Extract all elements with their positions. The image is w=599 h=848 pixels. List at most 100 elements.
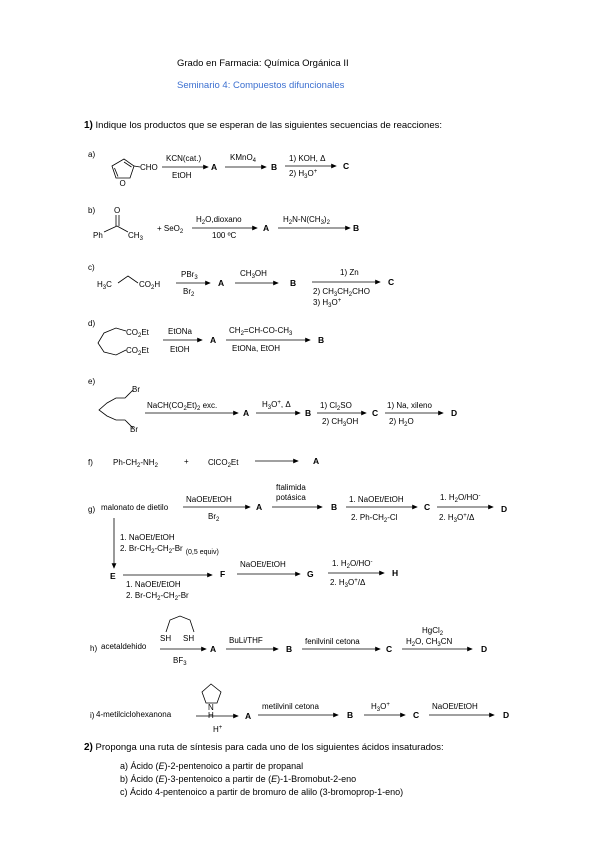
d-r1-bot: EtOH <box>170 345 190 354</box>
g-start: malonato de dietilo <box>101 503 169 512</box>
e-r4-bot: 2) H2O <box>389 417 414 428</box>
reaction-a: a) O CHO KCN(cat.) EtOH A KMnO4 B 1) KOH… <box>88 150 349 188</box>
g-r7-top: 1. H2O/HO- <box>332 559 372 570</box>
g-product-D: D <box>501 504 507 514</box>
b-methyl: CH3 <box>128 231 144 242</box>
e-product-B: B <box>305 408 311 418</box>
b-r1-top: H2O,dioxano <box>196 215 242 226</box>
c-co2h: CO2H <box>139 280 160 291</box>
b-phenyl: Ph <box>93 231 103 240</box>
a-r1-bot: EtOH <box>172 171 192 180</box>
furan-oxygen: O <box>120 179 126 188</box>
h-start: acetaldehido <box>101 642 147 651</box>
e-chain <box>98 389 134 429</box>
b-product-A: A <box>263 223 269 233</box>
e-r3-bot: 2) CH3OH <box>322 417 358 428</box>
d-r1-top: EtONa <box>168 327 193 336</box>
i-product-C: C <box>413 710 419 720</box>
c-r1-bot: Br2 <box>183 287 195 298</box>
b-r2: H2N-N(CH3)2 <box>283 215 331 226</box>
i-product-D: D <box>503 710 509 720</box>
g-r4-bot: 2. H3O+/Δ <box>439 513 475 524</box>
g-v-l2: 2. Br-CH2-CH2-Br(0,5 equiv) <box>120 544 219 556</box>
d-ester-2: CO2Et <box>126 346 150 357</box>
i-r1-bot: H+ <box>213 725 223 734</box>
g-r2-l2: potásica <box>276 493 306 502</box>
e-r3-top: 1) Cl2SO <box>320 401 352 412</box>
c-product-C: C <box>388 277 394 287</box>
g-product-B: B <box>331 502 337 512</box>
reaction-d: d) CO2Et CO2Et EtONa EtOH A CH2=CH-CO-CH… <box>88 319 324 357</box>
e-product-C: C <box>372 408 378 418</box>
question-2: 2) Proponga una ruta de síntesis para ca… <box>84 742 444 753</box>
e-r4-top: 1) Na, xileno <box>387 401 432 410</box>
h-r4-l2: H2O, CH3CN <box>406 637 452 648</box>
c-r3-l3: 3) H3O+ <box>313 298 342 309</box>
h-sh-1: SH <box>160 634 171 643</box>
reaction-h: h) acetaldehido SH SH BF3 A BuLi/THF B f… <box>90 615 487 667</box>
c-r2: CH3OH <box>240 269 267 280</box>
label-c: c) <box>88 263 95 272</box>
g-product-C: C <box>424 502 430 512</box>
question-1: 1) Indique los productos que se esperan … <box>84 120 442 131</box>
g-r5-top: 1. NaOEt/EtOH <box>126 580 181 589</box>
d-r2-bot: EtONa, EtOH <box>232 344 280 353</box>
i-r2: metilvinil cetona <box>262 702 319 711</box>
question-1-text: Indique los productos que se esperan de … <box>95 120 442 131</box>
label-d: d) <box>88 319 95 328</box>
g-r3-bot: 2. Ph-CH2-Cl <box>351 513 398 524</box>
question-1-number: 1) <box>84 120 93 131</box>
c-r3-l2: 2) CH3CH2CHO <box>313 287 370 298</box>
e-product-D: D <box>451 408 457 418</box>
b-product-B: B <box>353 223 359 233</box>
reaction-c: c) H3C CO2H PBr3 Br2 A CH3OH B 1) Zn 2) … <box>88 263 394 309</box>
pyrrolidine-ring <box>201 683 222 704</box>
a-product-B: B <box>271 162 277 172</box>
e-br-1: Br <box>132 385 140 394</box>
label-a: a) <box>88 150 95 159</box>
h-r2: BuLi/THF <box>229 636 263 645</box>
list-item: b) Ácido (E)-3-pentenoico a partir de (E… <box>120 774 357 784</box>
d-ester-1: CO2Et <box>126 328 150 339</box>
h-r4-l1: HgCl2 <box>422 626 444 637</box>
i-r4: NaOEt/EtOH <box>432 702 478 711</box>
seminar-title: Seminario 4: Compuestos difuncionales <box>177 80 345 91</box>
list-item: a) Ácido (E)-2-pentenoico a partir de pr… <box>120 761 304 771</box>
g-product-F: F <box>220 569 225 579</box>
g-r6: NaOEt/EtOH <box>240 560 286 569</box>
question-2-number: 2) <box>84 742 93 753</box>
h-product-A: A <box>210 644 216 654</box>
a-product-C: C <box>343 161 349 171</box>
f-reactant: Ph-CH2-NH2 <box>113 458 159 469</box>
g-r1-top: NaOEt/EtOH <box>186 495 232 504</box>
c-h3c: H3C <box>97 280 112 291</box>
label-g: g) <box>88 505 95 514</box>
reaction-i: i) 4-metilciclohexanona N H H+ A metilvi… <box>90 683 509 734</box>
aldehyde-cho: CHO <box>140 163 158 172</box>
question-2-list: a) Ácido (E)-2-pentenoico a partir de pr… <box>120 760 403 799</box>
a-product-A: A <box>211 162 217 172</box>
b-seo2: + SeO2 <box>157 224 184 235</box>
e-r1: NaCH(CO2Et)2 exc. <box>147 401 217 412</box>
i-r3: H3O+ <box>371 702 390 713</box>
f-plus: + <box>184 457 189 466</box>
d-r2-top: CH2=CH-CO-CH3 <box>229 326 293 337</box>
label-b: b) <box>88 206 95 215</box>
reaction-f: f) Ph-CH2-NH2 + ClCO2Et A <box>88 456 319 469</box>
c-product-B: B <box>290 278 296 288</box>
c-product-A: A <box>218 278 224 288</box>
d-product-B: B <box>318 335 324 345</box>
h-sh-2: SH <box>183 634 194 643</box>
label-h: h) <box>90 644 97 653</box>
g-r5-bot: 2. Br-CH2-CH2-Br <box>126 591 189 602</box>
h-product-C: C <box>386 644 392 654</box>
g-product-E: E <box>110 571 116 581</box>
e-r2: H3O+, Δ <box>262 400 291 411</box>
g-product-A: A <box>256 502 262 512</box>
g-r1-bot: Br2 <box>208 512 220 523</box>
h-r1-bot: BF3 <box>173 656 187 667</box>
e-br-2: Br <box>130 425 138 434</box>
d-chain <box>97 327 127 356</box>
label-i: i) <box>90 711 95 720</box>
h-product-B: B <box>286 644 292 654</box>
